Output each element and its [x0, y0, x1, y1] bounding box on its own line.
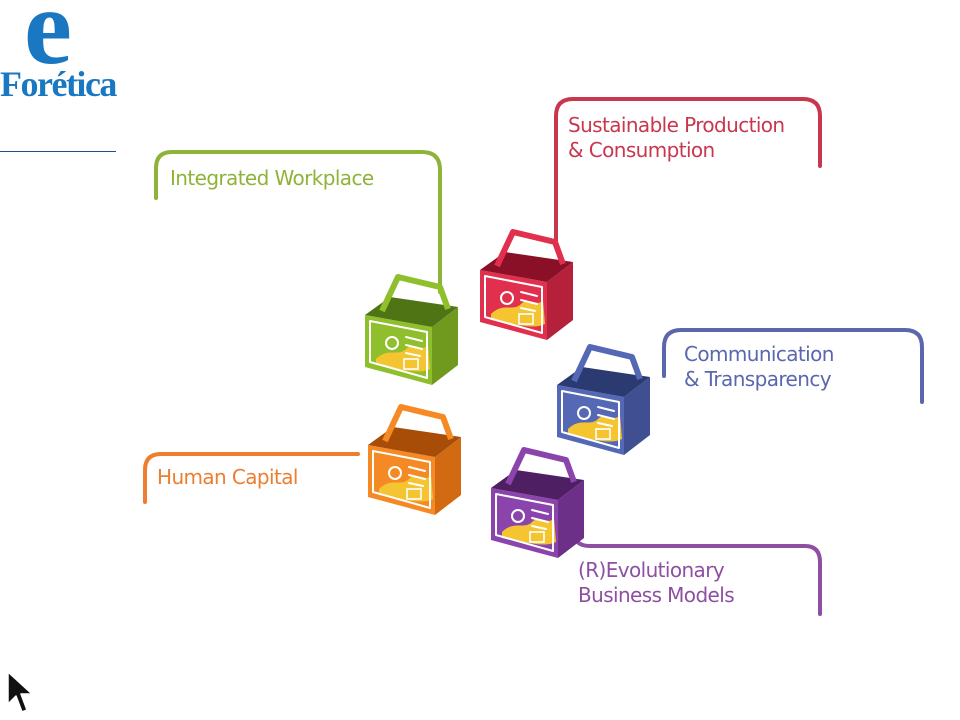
- sustainable-production-label: Sustainable Production & Consumption: [568, 113, 785, 163]
- communication-transparency-bracket: [662, 328, 924, 404]
- label-line: & Consumption: [568, 138, 715, 162]
- integrated-workplace-toolbox-icon: [365, 274, 458, 385]
- human-capital-bracket: [143, 452, 360, 504]
- sustainable-production-toolbox-icon: [480, 229, 573, 340]
- logo-wordmark: Forética: [0, 64, 117, 104]
- label-line: Human Capital: [157, 465, 298, 489]
- communication-transparency-toolbox-icon: [557, 344, 650, 455]
- logo-divider: [0, 151, 116, 152]
- sustainable-production-bracket: [554, 97, 822, 248]
- human-capital-label: Human Capital: [157, 465, 298, 490]
- evolutionary-business-models-toolbox-icon: [491, 447, 584, 558]
- foretica-logo: e Forética: [0, 0, 130, 110]
- label-line: Business Models: [578, 583, 735, 607]
- label-line: & Transparency: [684, 367, 832, 391]
- human-capital-toolbox-icon: [368, 404, 461, 515]
- logo-e-glyph: e: [24, 0, 72, 87]
- label-line: Communication: [684, 342, 834, 366]
- integrated-workplace-label: Integrated Workplace: [170, 166, 374, 191]
- label-line: Sustainable Production: [568, 113, 785, 137]
- mouse-pointer-icon: [7, 671, 33, 713]
- label-line: (R)Evolutionary: [578, 558, 725, 582]
- label-line: Integrated Workplace: [170, 166, 374, 190]
- evolutionary-business-models-label: (R)Evolutionary Business Models: [578, 558, 735, 608]
- integrated-workplace-bracket: [154, 150, 442, 294]
- communication-transparency-label: Communication & Transparency: [684, 342, 834, 392]
